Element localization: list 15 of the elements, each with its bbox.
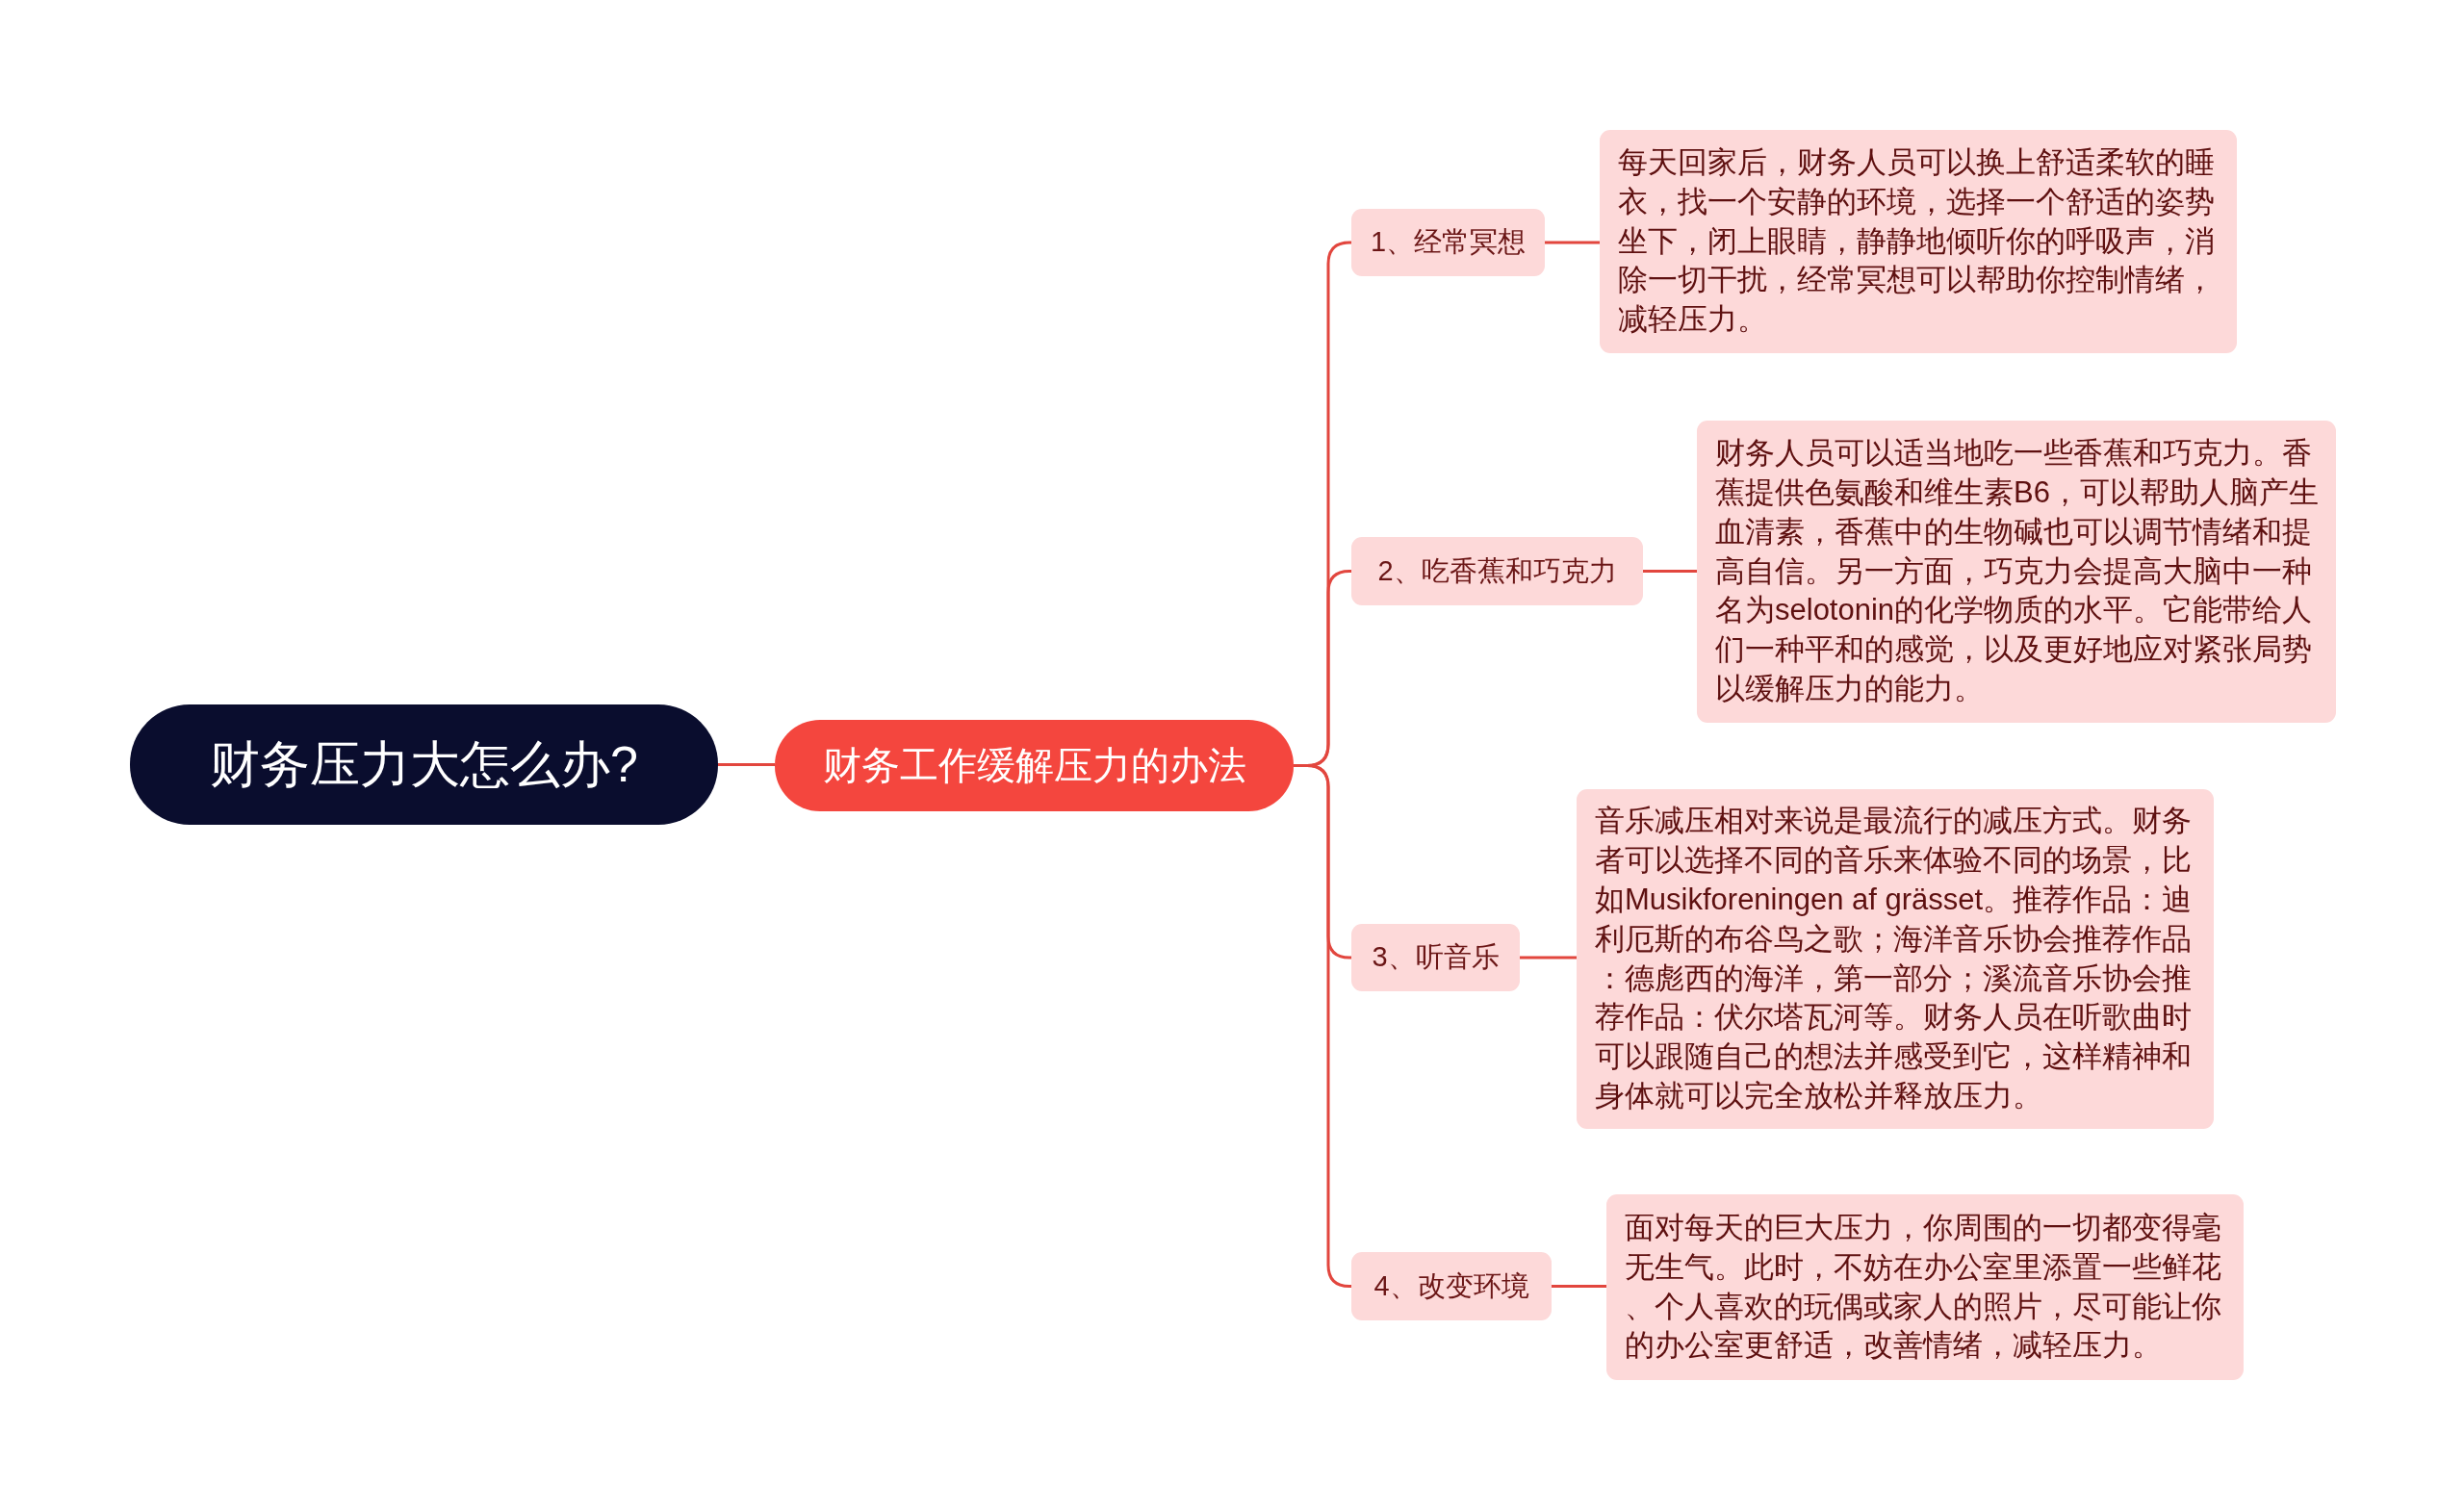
- subtopic-box: 2、吃香蕉和巧克力: [1351, 537, 1643, 605]
- note-box: 财务人员可以适当地吃一些香蕉和巧克力。香蕉提供色氨酸和维生素B6，可以帮助人脑产生血清素，香蕉中的生物碱也可以调节情绪和提高自信。另一方面，巧克力会提高大脑中一种名为selotonin的化学物质的水平。它能带给人们一种平和的感觉，以及更好地应对紧张局势以缓解压力的能力。: [1697, 421, 2336, 723]
- connector-line: [1643, 570, 1697, 573]
- connector-line: [1545, 241, 1600, 244]
- main-topic-box: 财务工作缓解压力的办法: [775, 720, 1294, 811]
- note-box: 面对每天的巨大压力，你周围的一切都变得毫无生气。此时，不妨在办公室里添置一些鲜花、个人喜欢的玩偶或家人的照片，尽可能让你的办公室更舒适，改善情绪，减轻压力。: [1606, 1194, 2244, 1380]
- note-box: 音乐减压相对来说是最流行的减压方式。财务者可以选择不同的音乐来体验不同的场景，比如Musikforeningen af grässet。推荐作品：迪利厄斯的布谷鸟之歌；海洋音乐协会推荐作品：德彪西的海洋，第一部分；溪流音乐协会推荐作品：伏尔塔瓦河等。财务人员在听歌曲时可以跟随自己的想法并感受到它，这样精神和身体就可以完全放松并释放压力。: [1577, 789, 2214, 1129]
- subtopic-box: 3、听音乐: [1351, 924, 1520, 991]
- subtopic-box: 4、改变环境: [1351, 1252, 1552, 1320]
- note-box: 每天回家后，财务人员可以换上舒适柔软的睡衣，找一个安静的环境，选择一个舒适的姿势坐下，闭上眼睛，静静地倾听你的呼吸声，消除一切干扰，经常冥想可以帮助你控制情绪，减轻压力。: [1600, 130, 2237, 353]
- connector-line: [718, 763, 775, 766]
- connector-line: [1552, 1285, 1606, 1288]
- central-topic-box: 财务压力大怎么办?: [130, 704, 718, 825]
- connector-line: [1520, 956, 1577, 960]
- subtopic-box: 1、经常冥想: [1351, 209, 1545, 276]
